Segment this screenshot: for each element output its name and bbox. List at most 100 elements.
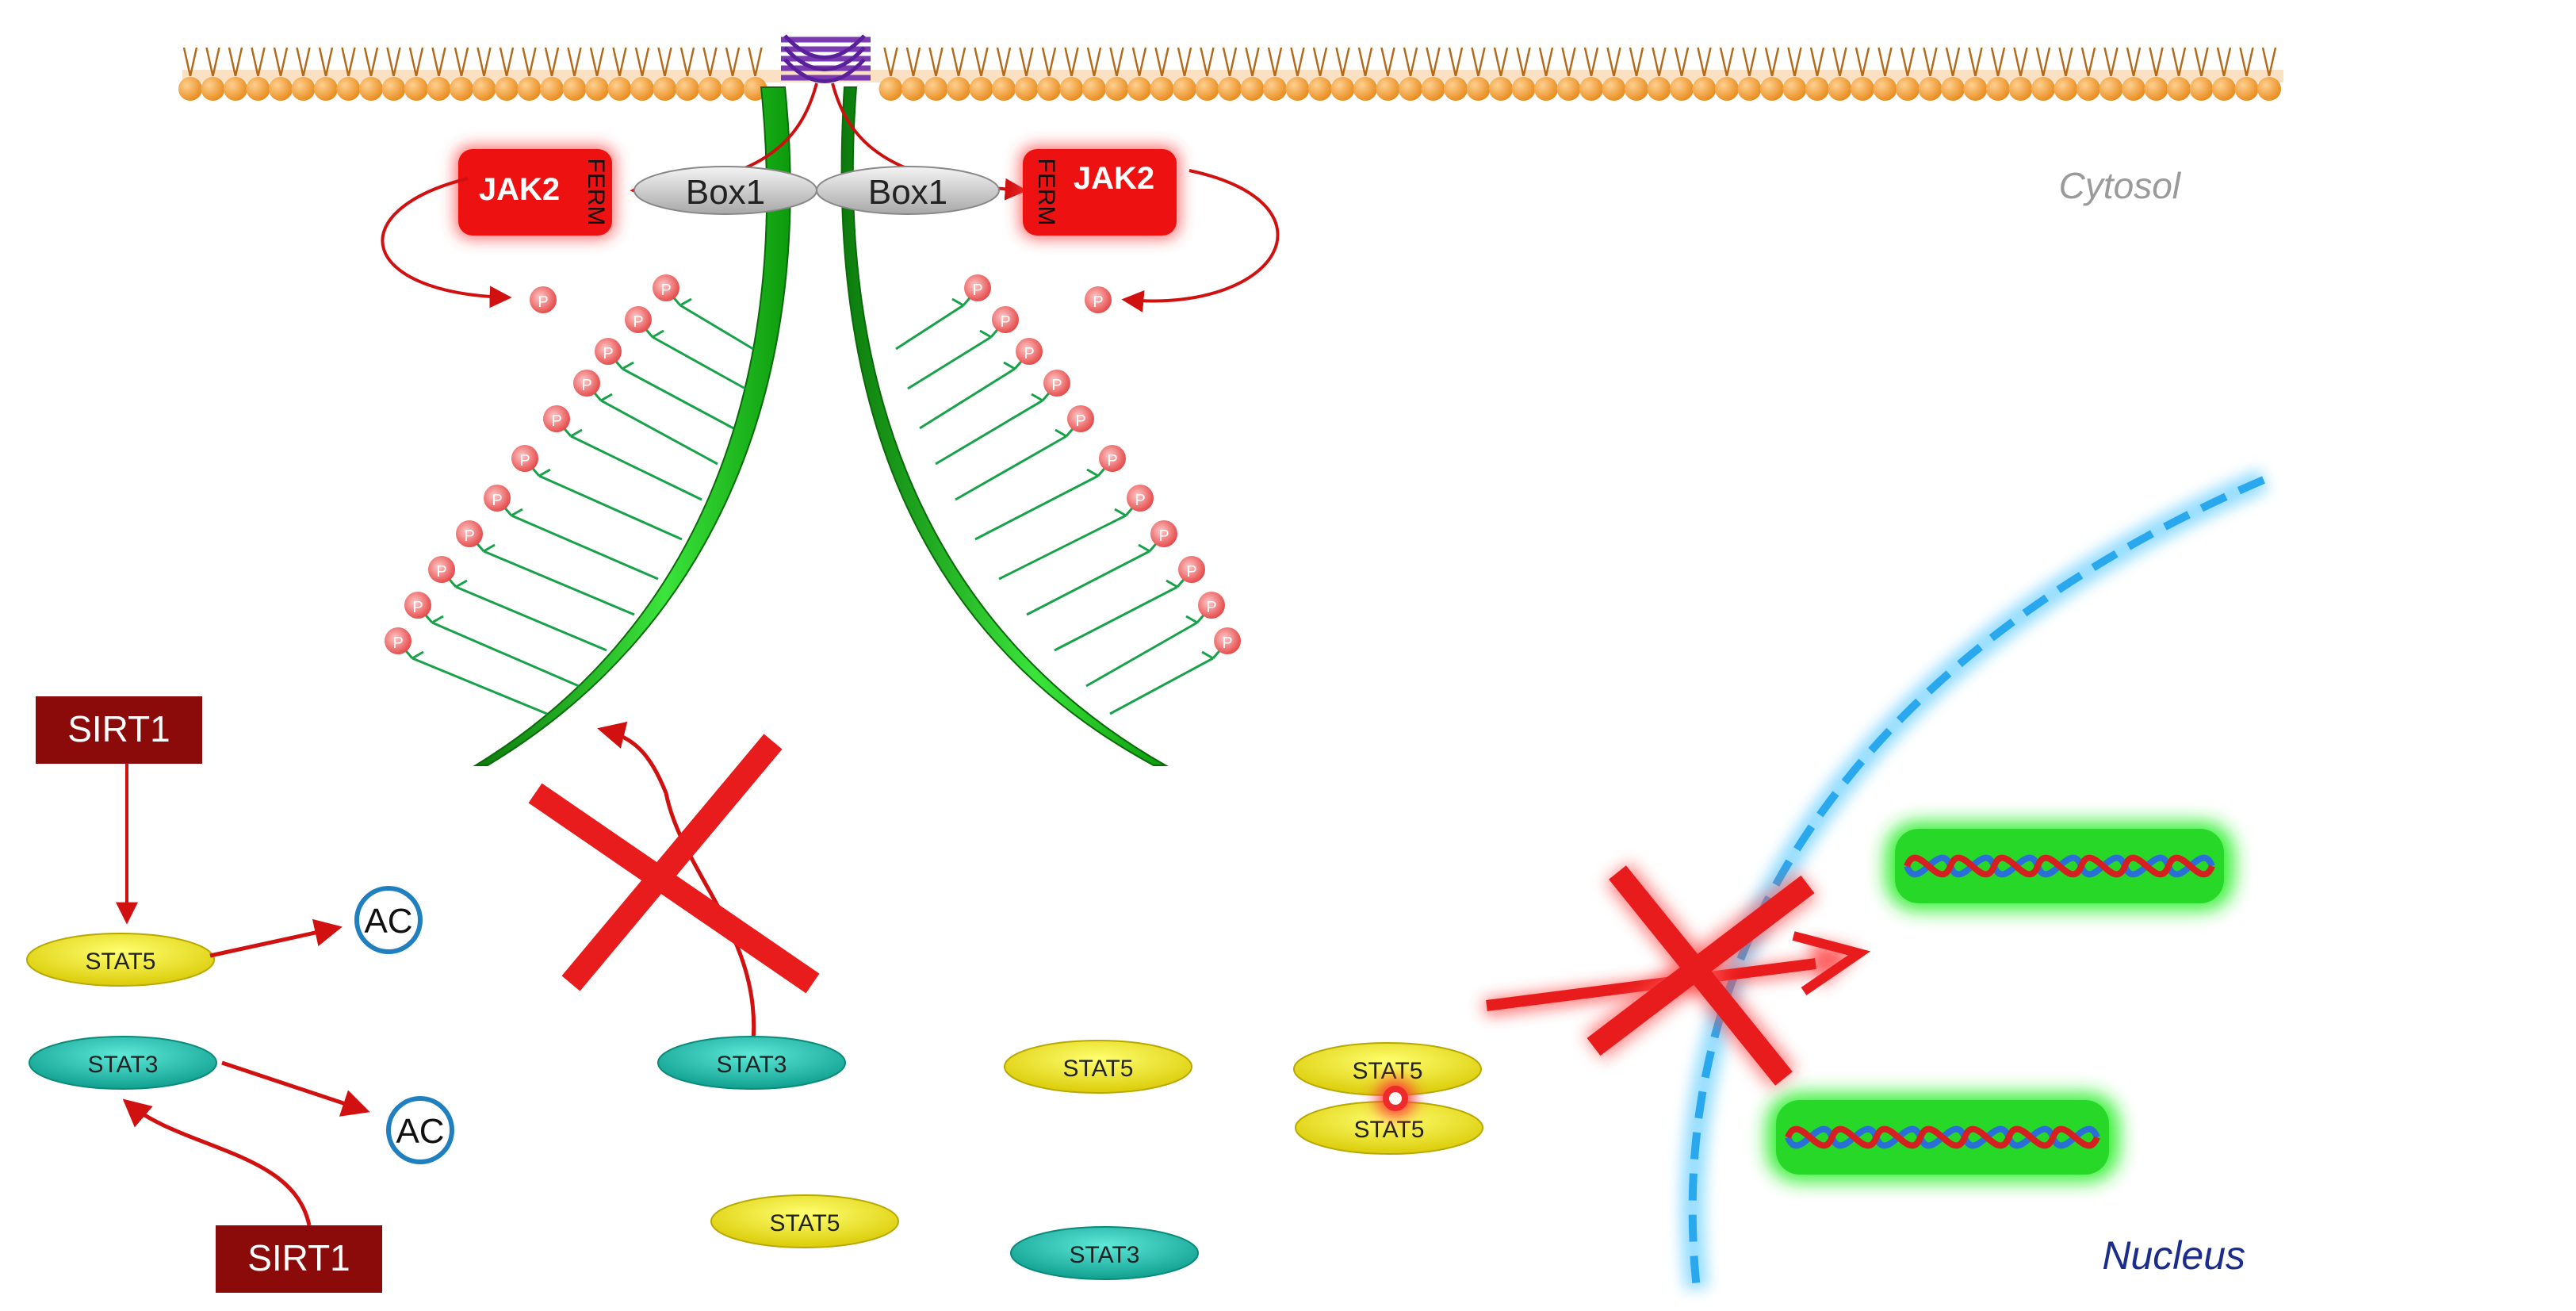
box1-right-label: Box1 (868, 173, 947, 212)
lipid-head (1963, 77, 1988, 101)
lipid-head (1263, 77, 1287, 101)
lipid-tail (1222, 47, 1238, 77)
tyrosine-sidechain (455, 585, 607, 652)
phospho-group: P (1016, 338, 1043, 365)
lipid-head (1851, 77, 1874, 101)
lipid-head (359, 77, 383, 101)
tyrosine-sidechain (1085, 621, 1198, 688)
lipid-tail (2080, 47, 2096, 77)
tyrosine-sidechain (919, 367, 1016, 430)
lipid-tail (1990, 47, 2006, 77)
lipid-tail (431, 47, 446, 77)
lipid-tail (296, 47, 311, 77)
tyrosine-sidechain (622, 367, 734, 430)
lipid-tail (477, 47, 492, 77)
lipid-tail (1357, 47, 1373, 77)
svg-text:STAT3: STAT3 (717, 1052, 787, 1078)
svg-text:P: P (1206, 599, 1216, 616)
lipid-tail (408, 47, 424, 77)
tyrosine-sidechain (935, 399, 1043, 466)
lipid-tail (928, 47, 944, 77)
lipid-tail (1968, 47, 1983, 77)
lipid-head (2008, 77, 2033, 101)
lipid-head (404, 77, 428, 101)
lipid-tail (1086, 47, 1102, 77)
lipid-tail (1516, 47, 1531, 77)
cytosol-label: Cytosol (2059, 165, 2182, 206)
lipid-tail (1854, 47, 1870, 77)
tyrosine-sidechain (411, 657, 548, 715)
lipid-head (2189, 77, 2214, 101)
lipid-head (1308, 77, 1332, 101)
lipid-tail (2171, 47, 2187, 77)
dna-helix-lower (1766, 1093, 2119, 1182)
lipid-head (2122, 77, 2145, 101)
svg-text:P: P (492, 492, 502, 509)
lipid-tail (2239, 47, 2254, 77)
jak2-right: JAK2 FERM (1020, 147, 1179, 238)
svg-text:STAT5: STAT5 (1353, 1058, 1423, 1084)
lipid-head (1805, 77, 1829, 101)
lipid-tail (1742, 47, 1757, 77)
lipid-tail (454, 47, 469, 77)
phospho-group: P (573, 370, 600, 397)
lipid-tail (1561, 47, 1576, 77)
lipid-head (2054, 77, 2078, 101)
lipid-head (1918, 77, 1943, 101)
tyrosine-sidechain (1054, 585, 1178, 652)
lipid-tail (1019, 47, 1034, 77)
svg-text:P: P (1135, 492, 1145, 509)
lipid-tail (1809, 47, 1825, 77)
lipid-tail (1131, 47, 1147, 77)
lipid-tail (1923, 47, 1938, 77)
lipid-tail (499, 47, 515, 77)
lipid-head (1534, 77, 1558, 101)
lipid-head (450, 77, 473, 101)
lipid-head (1670, 77, 1694, 101)
svg-text:P: P (603, 345, 613, 362)
svg-text:P: P (581, 377, 591, 394)
lipid-head (269, 77, 293, 101)
lipid-tail (2035, 47, 2051, 77)
lipid-head (1150, 77, 1174, 101)
lipid-head (1782, 77, 1807, 101)
lipid-tail (1245, 47, 1260, 77)
lipid-head (947, 77, 970, 101)
lipid-head (1240, 77, 1265, 101)
svg-text:P: P (972, 282, 982, 299)
receptor-transmembrane-domain (781, 34, 871, 83)
jak2-right-autophos-arrow (1121, 169, 1280, 312)
svg-text:P: P (538, 293, 548, 311)
lipid-head (1014, 77, 1039, 101)
lipid-head (1059, 77, 1084, 101)
lipid-tail (996, 47, 1012, 77)
lipid-head (291, 77, 316, 101)
lipid-tail (1719, 47, 1735, 77)
lipid-head (1037, 77, 1061, 101)
lipid-head (1104, 77, 1129, 101)
lipid-tail (883, 47, 898, 77)
tyrosine-sidechain (998, 514, 1127, 581)
inhibit-cross-recruitment (528, 734, 820, 994)
lipid-head (2234, 77, 2259, 101)
lipid-tail (1583, 47, 1599, 77)
tyrosine-sidechain (1109, 657, 1214, 715)
lipid-head (676, 77, 699, 101)
inhibit-cross-nuclear (1583, 862, 1818, 1089)
lipid-head (992, 77, 1016, 101)
svg-text:STAT5: STAT5 (1354, 1117, 1425, 1143)
tyrosine-sidechain (895, 304, 964, 351)
lipid-head (246, 77, 270, 101)
svg-text:P: P (1093, 293, 1103, 311)
phospho-group: P (1127, 485, 1154, 512)
stat3-bottom: STAT3 (1010, 1226, 1199, 1280)
lipid-head (2031, 77, 2055, 101)
lipid-tail (1109, 47, 1124, 77)
stat3-recruit: STAT3 (657, 1036, 846, 1090)
lipid-tail (1312, 47, 1328, 77)
dna-strand (1904, 854, 2215, 878)
phospho-group: P (1043, 370, 1070, 397)
phospho-group: P (1150, 520, 1177, 547)
phospho-group: P (456, 520, 483, 547)
